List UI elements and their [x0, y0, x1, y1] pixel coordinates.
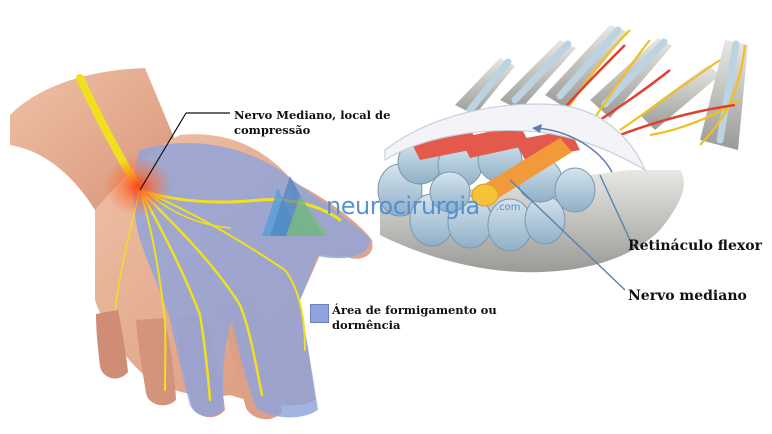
label-retinaculum: Retináculo flexor: [628, 237, 762, 255]
watermark-text: neurocirurgia: [326, 192, 480, 220]
label-numbness-area: Área de formigamento ou dormência: [332, 303, 502, 333]
watermark-domain: .com: [496, 202, 521, 213]
numbness-legend-swatch: [310, 304, 329, 323]
label-nerve-compression: Nervo Mediano, local de compressão: [234, 108, 404, 138]
compression-site: [104, 156, 172, 216]
label-median-nerve: Nervo mediano: [628, 287, 747, 305]
